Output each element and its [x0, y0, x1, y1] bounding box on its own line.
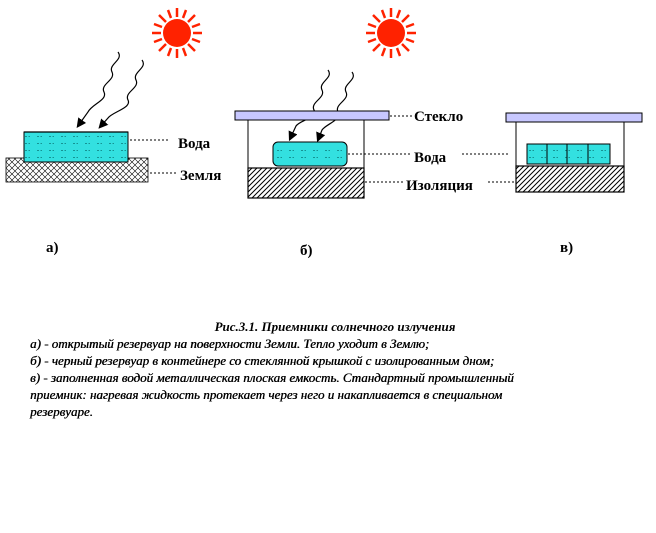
- caption-line-a: а) - открытый резервуар на поверхности З…: [30, 336, 430, 351]
- caption-line-c-cont: приемник: нагревая жидкость протекает че…: [30, 387, 503, 402]
- sun-ray-b2: [316, 71, 354, 143]
- panel-label-c: в): [560, 240, 573, 256]
- sun-ray-a1: [76, 51, 120, 128]
- panel-label-a: а): [46, 240, 59, 256]
- sun-icon-b: [364, 6, 418, 60]
- label-glass: Стекло: [414, 109, 463, 125]
- label-water-a: Вода: [178, 136, 211, 152]
- caption-line-c-end: резервуаре.: [30, 404, 93, 419]
- label-water-b: Вода: [414, 150, 447, 166]
- glass-cover-c: [505, 112, 643, 123]
- figure-caption: Рис.3.1. Приемники солнечного излучения …: [30, 318, 640, 420]
- insulation-block-c: [515, 165, 625, 193]
- sun-icon-a: [150, 6, 204, 60]
- caption-line-b: б) - черный резервуар в контейнере со ст…: [30, 353, 495, 368]
- solar-receivers-figure: Вода Земля а) Стекло Вода Изоляция б) в): [5, 6, 643, 259]
- insulation-block-b: [247, 167, 365, 199]
- panel-label-b: б): [300, 243, 313, 259]
- sun-ray-a2: [98, 59, 144, 129]
- label-earth: Земля: [180, 168, 221, 184]
- label-insulation: Изоляция: [406, 178, 473, 194]
- glass-cover-b: [234, 110, 390, 121]
- caption-line-c: в) - заполненная водой металлическая пло…: [30, 370, 514, 385]
- caption-title: Рис.3.1. Приемники солнечного излучения: [214, 319, 456, 334]
